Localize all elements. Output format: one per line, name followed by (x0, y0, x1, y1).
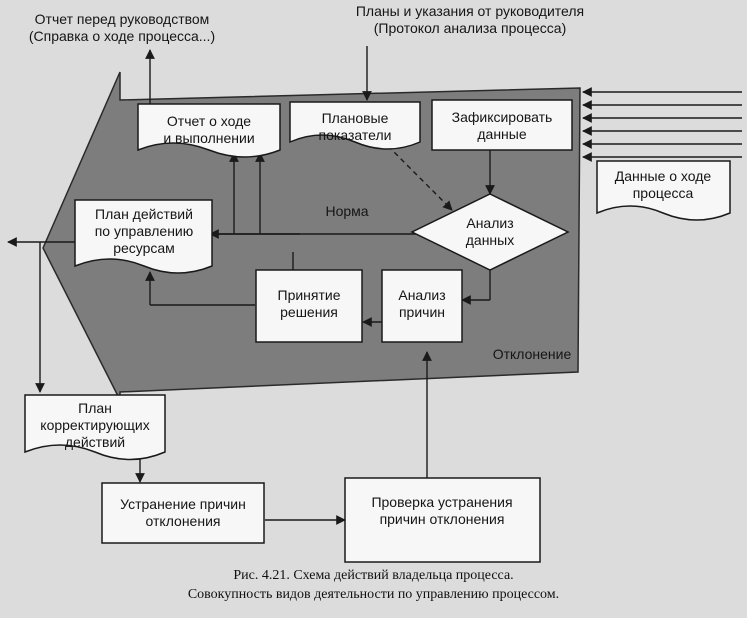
corrective-plan-box (24, 394, 166, 461)
elimination-box (101, 482, 265, 544)
report-box (137, 103, 281, 158)
top-left-label: Отчет перед руководством(Справка о ходе … (29, 11, 215, 44)
record-box (431, 99, 573, 151)
analysis-diamond (410, 193, 570, 271)
decision-box (255, 269, 363, 343)
cause-analysis-box (381, 269, 463, 343)
verification-box (344, 477, 541, 563)
progress-data-box (596, 160, 731, 221)
arrow-planned-to-analysis (387, 145, 453, 211)
caption-line-1: Рис. 4.21. Схема действий владельца проц… (233, 568, 514, 583)
deviation-label: Отклонение (493, 346, 572, 362)
caption-line-2: Совокупность видов деятельности по управ… (187, 587, 560, 602)
planned-box (289, 101, 421, 150)
resource-plan-box (74, 199, 213, 274)
top-center-label: Планы и указания от руководителя(Протоко… (356, 3, 584, 36)
norm-label: Норма (325, 203, 368, 219)
